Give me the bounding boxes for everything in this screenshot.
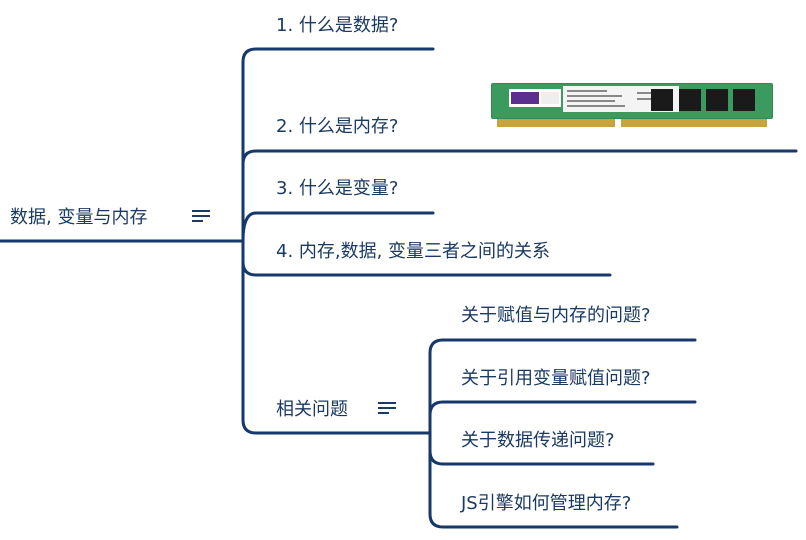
notes-icon[interactable] (192, 210, 210, 225)
question-js-engine-memory[interactable]: JS引擎如何管理内存? (461, 493, 632, 514)
question-assignment-memory[interactable]: 关于赋值与内存的问题? (461, 305, 651, 326)
sub-trunk (428, 338, 697, 435)
branch-what-is-memory[interactable]: 2. 什么是内存? (276, 116, 399, 137)
main-trunk (241, 47, 435, 243)
branch-relationship[interactable]: 4. 内存,数据, 变量三者之间的关系 (276, 241, 551, 262)
branch-what-is-variable[interactable]: 3. 什么是变量? (276, 178, 399, 199)
question-data-passing[interactable]: 关于数据传递问题? (461, 430, 615, 451)
root-node-label[interactable]: 数据, 变量与内存 (10, 207, 148, 228)
question-reference-assignment[interactable]: 关于引用变量赋值问题? (461, 368, 651, 389)
branch-related-questions[interactable]: 相关问题 (276, 399, 348, 420)
branch-what-is-data[interactable]: 1. 什么是数据? (276, 15, 399, 36)
notes-icon[interactable] (378, 402, 396, 417)
ram-module-image (491, 83, 773, 127)
